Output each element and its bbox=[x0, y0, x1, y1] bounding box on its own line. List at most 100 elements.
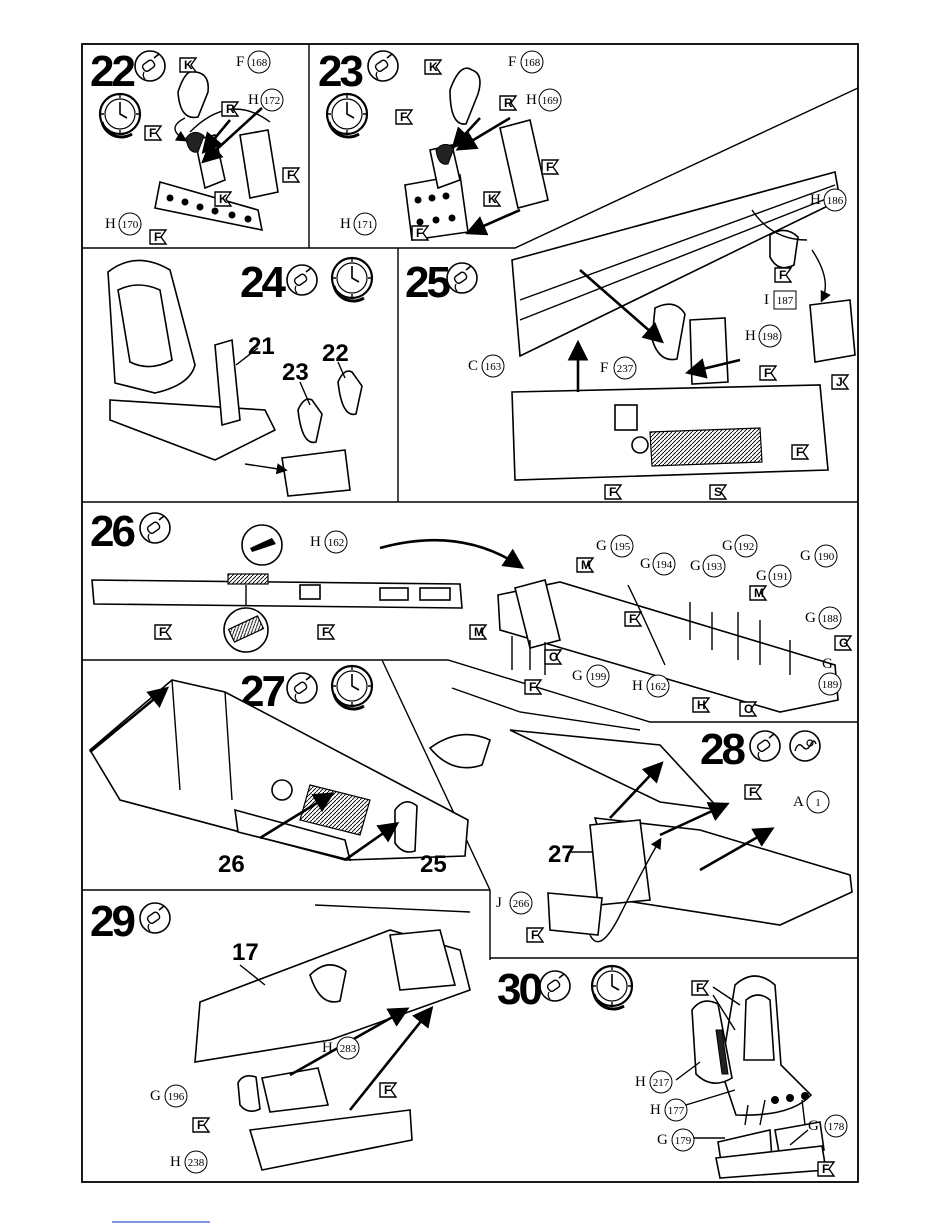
svg-text:H: H bbox=[650, 1102, 661, 1118]
svg-text:F: F bbox=[149, 126, 156, 140]
svg-text:168: 168 bbox=[524, 57, 541, 69]
cockpit-tub bbox=[88, 679, 469, 861]
canopy-frame bbox=[509, 729, 723, 812]
svg-text:177: 177 bbox=[668, 1105, 685, 1117]
glue-icon bbox=[286, 264, 318, 296]
glue-icon bbox=[134, 50, 166, 82]
svg-text:J: J bbox=[496, 895, 502, 911]
rail-holes bbox=[166, 194, 252, 223]
svg-text:F: F bbox=[796, 445, 803, 459]
svg-text:F: F bbox=[384, 1083, 391, 1097]
intake-detail bbox=[428, 733, 491, 769]
svg-text:H: H bbox=[310, 534, 321, 550]
part-label: H 162 bbox=[310, 530, 348, 554]
svg-text:G: G bbox=[572, 668, 583, 684]
svg-text:F: F bbox=[287, 168, 294, 182]
svg-text:170: 170 bbox=[122, 219, 139, 231]
lever-parts bbox=[511, 584, 791, 675]
ref-number: 17 bbox=[232, 939, 259, 966]
svg-text:237: 237 bbox=[617, 363, 634, 375]
svg-text:F: F bbox=[197, 1118, 204, 1132]
part-j266 bbox=[547, 892, 603, 936]
svg-text:163: 163 bbox=[485, 361, 502, 373]
step-24: 24 21 23 22 bbox=[107, 256, 374, 497]
svg-text:R: R bbox=[504, 96, 513, 110]
glue-icon bbox=[139, 512, 171, 544]
svg-text:188: 188 bbox=[822, 613, 839, 625]
svg-text:F: F bbox=[749, 785, 756, 799]
svg-text:H: H bbox=[340, 216, 351, 232]
svg-text:190: 190 bbox=[818, 551, 835, 563]
step-number: 25 bbox=[405, 258, 450, 307]
svg-text:G: G bbox=[805, 610, 816, 626]
svg-text:172: 172 bbox=[264, 95, 281, 107]
glue-icon bbox=[367, 50, 399, 82]
svg-text:178: 178 bbox=[828, 1121, 845, 1133]
console-assembly bbox=[497, 581, 839, 713]
rail-part bbox=[154, 180, 264, 232]
step-number: 28 bbox=[700, 725, 745, 774]
svg-text:198: 198 bbox=[762, 331, 779, 343]
svg-text:217: 217 bbox=[653, 1077, 670, 1089]
instrument-panel bbox=[91, 579, 463, 609]
panel-frame bbox=[81, 43, 859, 1183]
part-label: H 177 bbox=[650, 1098, 688, 1122]
decal-icon bbox=[789, 730, 821, 762]
svg-text:192: 192 bbox=[738, 541, 755, 553]
svg-text:M: M bbox=[754, 586, 764, 600]
part-g196 bbox=[237, 1075, 261, 1113]
svg-text:186: 186 bbox=[827, 195, 844, 207]
svg-text:G: G bbox=[150, 1088, 161, 1104]
svg-text:H: H bbox=[105, 216, 116, 232]
step-number: 23 bbox=[318, 47, 362, 96]
svg-text:266: 266 bbox=[513, 898, 530, 910]
glue-icon bbox=[446, 262, 478, 294]
console-26 bbox=[234, 808, 352, 862]
svg-text:O: O bbox=[744, 702, 753, 716]
seat-installed bbox=[309, 964, 347, 1003]
svg-text:G: G bbox=[722, 538, 733, 554]
svg-text:F: F bbox=[508, 54, 516, 70]
part-h283 bbox=[261, 1067, 330, 1113]
step-27: 27 26 25 bbox=[88, 664, 469, 878]
svg-text:F: F bbox=[529, 680, 536, 694]
svg-text:F: F bbox=[696, 981, 703, 995]
cockpit-floor bbox=[109, 399, 277, 461]
svg-text:I: I bbox=[764, 292, 769, 308]
svg-text:F: F bbox=[609, 485, 616, 499]
svg-text:171: 171 bbox=[357, 219, 374, 231]
svg-text:162: 162 bbox=[328, 537, 345, 549]
clock-icon bbox=[325, 92, 369, 139]
console-25 bbox=[394, 801, 418, 853]
svg-text:187: 187 bbox=[777, 295, 794, 307]
svg-text:K: K bbox=[429, 60, 438, 74]
svg-text:179: 179 bbox=[675, 1135, 692, 1147]
svg-text:H: H bbox=[632, 678, 643, 694]
panel-f237 bbox=[651, 303, 686, 361]
pedal-base bbox=[281, 449, 351, 497]
glue-icon bbox=[139, 902, 171, 934]
glue-icon bbox=[749, 730, 781, 762]
part-h238 bbox=[248, 1109, 413, 1171]
ref-number: 27 bbox=[548, 841, 575, 868]
clock-icon bbox=[98, 92, 142, 139]
svg-text:S: S bbox=[714, 485, 722, 499]
svg-text:283: 283 bbox=[340, 1043, 357, 1055]
ref-number: 21 bbox=[248, 333, 275, 360]
svg-text:F: F bbox=[400, 110, 407, 124]
